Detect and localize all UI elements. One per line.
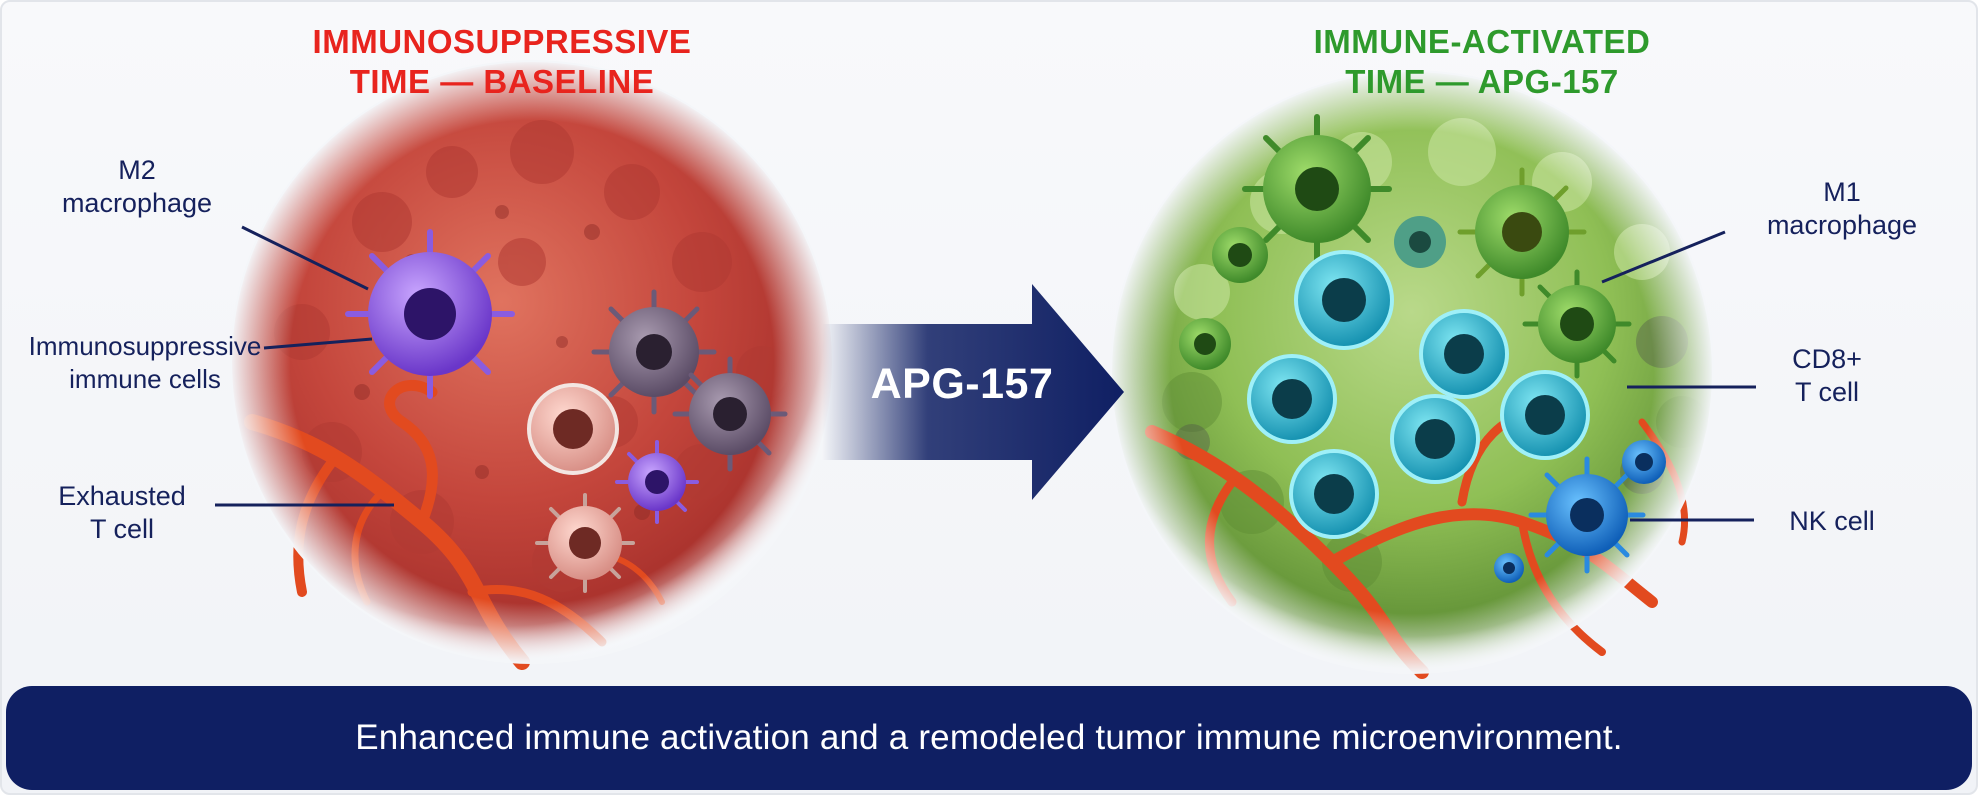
summary-banner-text: Enhanced immune activation and a remodel… xyxy=(355,718,1623,757)
cd8-t-cell-icon xyxy=(1247,354,1337,444)
activated-title-line1: IMMUNE-ACTIVATED xyxy=(1313,23,1651,60)
m2-label-line1: M2 xyxy=(118,155,156,185)
m1-label-line1: M1 xyxy=(1823,177,1861,207)
immunosuppressive-cells-label: Immunosuppressive immune cells xyxy=(20,330,270,396)
exhausted-t-cell-label: Exhausted T cell xyxy=(32,480,212,546)
nk-cell-icon xyxy=(1622,440,1666,484)
m1-macrophage-cell-icon xyxy=(1457,167,1587,297)
m2-macrophage-cell-icon xyxy=(345,229,515,399)
summary-banner: Enhanced immune activation and a remodel… xyxy=(6,686,1972,790)
cd8-label-line1: CD8+ xyxy=(1792,344,1862,374)
suppressive-cell-icon xyxy=(591,289,717,415)
baseline-title-line1: IMMUNOSUPPRESSIVE xyxy=(312,23,692,60)
cd8-t-cell-icon xyxy=(1419,309,1509,399)
exhausted-t-cell-icon xyxy=(535,493,635,593)
activated-title: IMMUNE-ACTIVATED TIME — APG-157 xyxy=(1262,22,1702,102)
m1-label-line2: macrophage xyxy=(1766,210,1918,240)
cd8-t-cell-icon xyxy=(1500,370,1590,460)
cd8-t-cell-label: CD8+ T cell xyxy=(1767,343,1887,409)
m1-macrophage-cell-icon xyxy=(1394,216,1446,268)
immunosuppressive-label-line1: Immunosuppressive xyxy=(28,331,262,361)
m2-leader-line xyxy=(241,225,369,291)
nk-label-line1: NK cell xyxy=(1789,506,1875,536)
m1-macrophage-cell-icon xyxy=(1242,114,1392,264)
m1-macrophage-label: M1 macrophage xyxy=(1742,176,1942,242)
m2-label-line2: macrophage xyxy=(61,188,213,218)
baseline-title-line2: TIME — BASELINE xyxy=(349,63,655,100)
arrow-label: APG-157 xyxy=(870,360,1054,408)
baseline-title: IMMUNOSUPPRESSIVE TIME — BASELINE xyxy=(282,22,722,102)
cd8-t-cell-icon xyxy=(1289,449,1379,539)
activated-title-line2: TIME — APG-157 xyxy=(1345,63,1619,100)
baseline-tumor xyxy=(230,60,834,670)
immunosuppressive-leader-line xyxy=(263,337,373,350)
cd8-label-line2: T cell xyxy=(1794,377,1860,407)
nk-cell-label: NK cell xyxy=(1767,505,1897,538)
m1-macrophage-cell-icon xyxy=(1522,269,1632,379)
immunosuppressive-label-line2: immune cells xyxy=(69,364,221,394)
m1-leader-line xyxy=(1601,230,1726,284)
suppressive-cell-icon xyxy=(615,440,699,524)
suppressive-cell-icon xyxy=(672,356,788,472)
m1-macrophage-cell-icon xyxy=(1179,318,1231,370)
cd8-t-cell-icon xyxy=(1390,394,1480,484)
suppressive-cell-icon xyxy=(527,383,619,475)
nk-cell-icon xyxy=(1528,456,1646,574)
activated-tumor xyxy=(1110,70,1714,679)
cd8-t-cell-icon xyxy=(1294,250,1394,350)
nk-cell-icon xyxy=(1494,553,1524,583)
treatment-arrow xyxy=(822,284,1124,500)
exhausted-label-line2: T cell xyxy=(89,514,155,544)
exhausted-label-line1: Exhausted xyxy=(58,481,186,511)
leader-lines xyxy=(215,225,1756,522)
m1-macrophage-cell-icon xyxy=(1212,227,1268,283)
m2-macrophage-label: M2 macrophage xyxy=(42,154,232,220)
